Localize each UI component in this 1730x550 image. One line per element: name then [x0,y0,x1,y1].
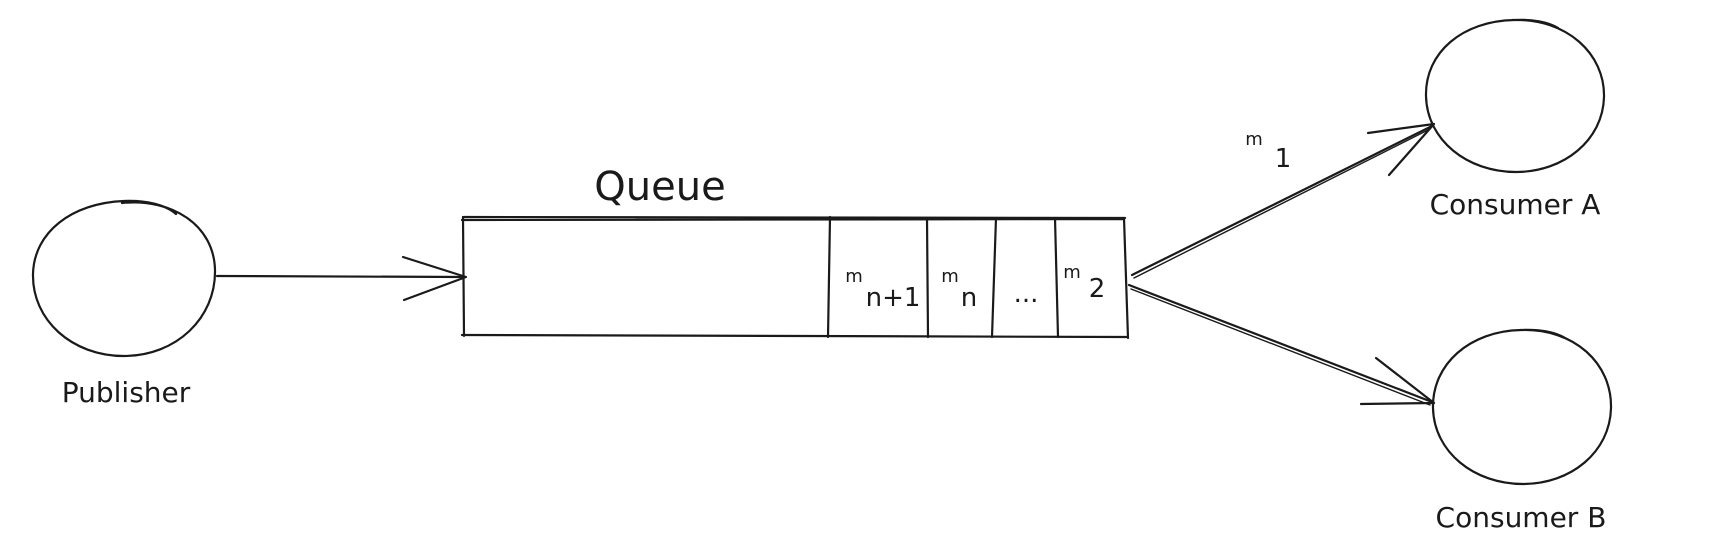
queue-slot: m n [941,266,977,313]
queue-slot-base: m [941,266,959,287]
queue-slot-sub: n+1 [866,283,921,313]
in-flight-message: m 1 [1245,129,1291,174]
consumer-a-arrow-line [1130,124,1434,277]
queue-slot-base: ... [1014,279,1039,309]
consumer-b-arrow [1127,283,1436,406]
queue: Queue m n+1 m n ... m 2 [460,164,1130,340]
consumer-a-circle [1424,18,1606,174]
publisher-label: Publisher [62,376,191,409]
queue-slot-base: m [1063,262,1081,283]
queue-slot-divider [1053,216,1060,339]
queue-title: Queue [594,164,725,210]
queue-slot-divider [990,216,998,339]
consumer-b-arrow-line [1130,288,1431,406]
publisher-circle [31,199,217,358]
consumer-a-arrow [1130,122,1436,279]
queue-slot-divider [925,216,930,339]
consumer-a-label: Consumer A [1430,188,1601,221]
queue-slot-sub: 2 [1089,274,1106,304]
consumer-b-label: Consumer B [1436,501,1607,534]
consumer-a-node: Consumer A [1424,18,1606,221]
in-flight-message-base: m [1245,129,1263,150]
queue-slot: m n+1 [845,266,920,313]
queue-box [460,215,1130,340]
queue-slot-divider [826,215,832,339]
queue-slot: m 2 [1063,262,1105,304]
consumer-b-node: Consumer B [1431,328,1613,534]
publish-arrow [215,255,468,302]
publish-arrowhead [401,255,468,302]
consumer-b-circle [1431,328,1613,486]
queue-slot: ... [1014,279,1039,309]
consumer-b-arrowhead [1359,356,1436,406]
in-flight-message-sub: 1 [1275,144,1292,174]
consumer-b-arrow-line [1127,283,1434,404]
queue-slot-sub: n [961,283,977,313]
publisher-node: Publisher [31,199,217,409]
queue-slot-base: m [845,266,863,287]
publish-arrow-line [215,274,467,279]
consumer-a-arrowhead [1366,122,1436,177]
consumer-a-arrow-line [1133,128,1431,279]
